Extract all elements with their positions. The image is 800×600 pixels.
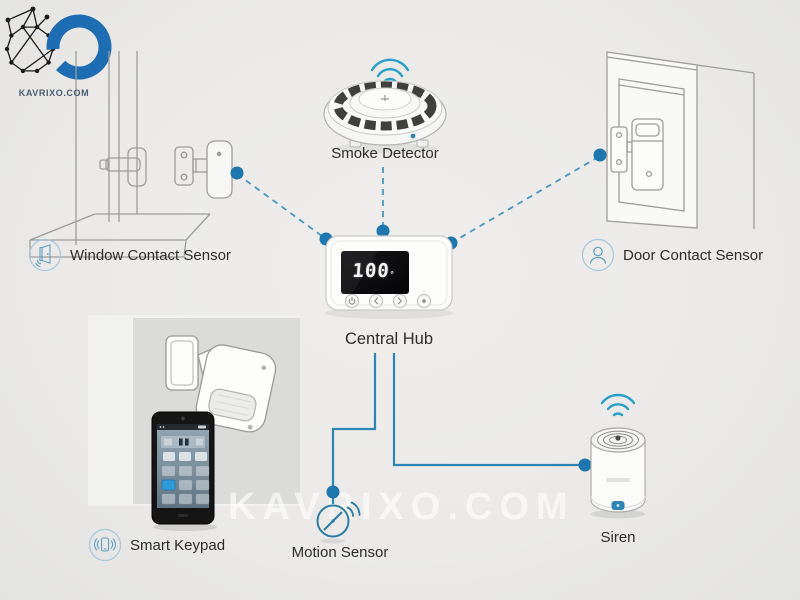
hub-display-number: 100 [351, 260, 391, 282]
siren-label-text: Siren [600, 529, 636, 546]
smoke-detector-label: Smoke Detector [320, 145, 450, 162]
logo-site-text: KAVRIXO.COM [18, 88, 90, 98]
central-hub-label-text: Central Hub [344, 330, 434, 348]
watermark-text: KAVRIXO.COM [228, 486, 575, 528]
chevron-right-icon [398, 297, 402, 305]
window-sensor-label-text: Window Contact Sensor [70, 246, 231, 264]
window-sensor-label: Window Contact Sensor [28, 238, 231, 272]
smoke-detector-led [410, 133, 416, 139]
connector-hub-to-siren [392, 353, 585, 467]
chevron-left-icon [374, 297, 378, 305]
siren-label: Siren [578, 529, 658, 546]
smart-keypad-art [151, 411, 217, 531]
connector-window-to-hub [236, 173, 327, 240]
connector-door-to-hub [450, 155, 601, 244]
connector-hub-to-motion [331, 353, 377, 504]
window-lineart [29, 51, 233, 258]
door-lineart [606, 51, 755, 229]
smart-keypad-label-text: Smart Keypad [130, 536, 226, 554]
connector-solid-links [331, 353, 585, 504]
window-sensor-icon [28, 238, 62, 272]
motion-sensor-label: Motion Sensor [280, 544, 400, 561]
wifi-icon [600, 393, 636, 417]
smoke-detector-label-text: Smoke Detector [331, 145, 439, 162]
power-icon [348, 296, 356, 305]
logo-blue-ring-icon [46, 14, 112, 80]
smart-keypad-label: Smart Keypad [88, 528, 225, 562]
connector-dashed-links [236, 155, 601, 244]
central-hub-label: Central Hub [329, 330, 449, 349]
motion-sensor-gauge-icon [316, 501, 361, 544]
door-sensor-label: Door Contact Sensor [581, 238, 763, 272]
pir-detector-art [165, 335, 277, 433]
phone-signal-icon [88, 528, 122, 562]
hub-display-value: 100° [344, 260, 404, 282]
connection-node-dots [230, 148, 607, 499]
hub-display [341, 251, 409, 294]
motion-sensor-label-text: Motion Sensor [291, 544, 389, 561]
ok-dot-icon [422, 299, 426, 303]
hub-display-unit: ° [389, 270, 396, 279]
smoke-detector-art [323, 58, 447, 153]
central-hub-art [325, 235, 453, 319]
person-icon [581, 238, 615, 272]
siren-art [590, 393, 646, 519]
hub-right-button [393, 294, 407, 308]
hub-left-button [369, 294, 383, 308]
door-sensor-label-text: Door Contact Sensor [623, 246, 764, 264]
